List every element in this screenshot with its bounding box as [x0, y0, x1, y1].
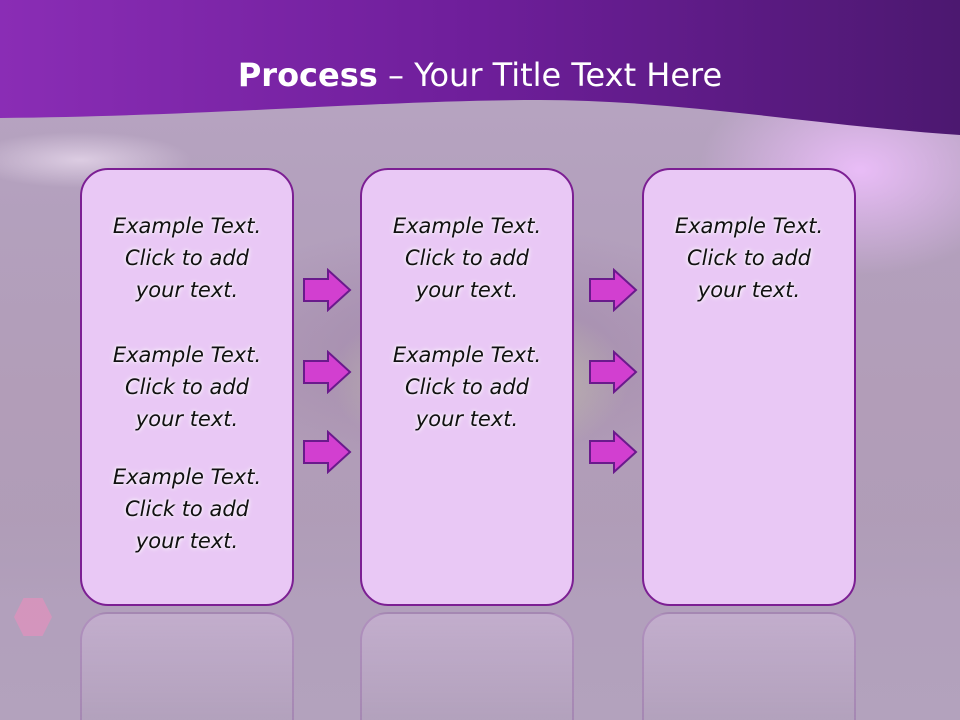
right-arrow-icon [588, 430, 638, 474]
right-arrow-icon [302, 430, 352, 474]
text-placeholder[interactable]: Example Text. Click to add your text. [392, 214, 542, 302]
process-box-1[interactable] [80, 168, 294, 606]
right-arrow-icon [302, 350, 352, 394]
text-placeholder[interactable]: Example Text. Click to add your text. [112, 343, 262, 431]
text-placeholder[interactable]: Example Text. Click to add your text. [392, 343, 542, 431]
process-box-3-text: Example Text. Click to add your text. [642, 0, 856, 720]
box-reflection [360, 612, 574, 720]
header-band [0, 0, 960, 135]
right-arrow-icon [588, 268, 638, 312]
text-placeholder[interactable]: Example Text. Click to add your text. [674, 214, 824, 302]
process-box-3[interactable] [642, 168, 856, 606]
process-box-1-text: Example Text. Click to add your text. Ex… [80, 0, 294, 720]
title-rest: – Your Title Text Here [377, 56, 723, 94]
right-arrow-icon [588, 350, 638, 394]
process-box-2[interactable] [360, 168, 574, 606]
box-reflection [642, 612, 856, 720]
title-bold: Process [237, 56, 378, 94]
process-box-2-text: Example Text. Click to add your text. Ex… [360, 0, 574, 720]
box-reflection [80, 612, 294, 720]
slide-title[interactable]: Process – Your Title Text Here [0, 54, 960, 96]
text-placeholder[interactable]: Example Text. Click to add your text. [112, 214, 262, 302]
right-arrow-icon [302, 268, 352, 312]
text-placeholder[interactable]: Example Text. Click to add your text. [112, 465, 262, 553]
